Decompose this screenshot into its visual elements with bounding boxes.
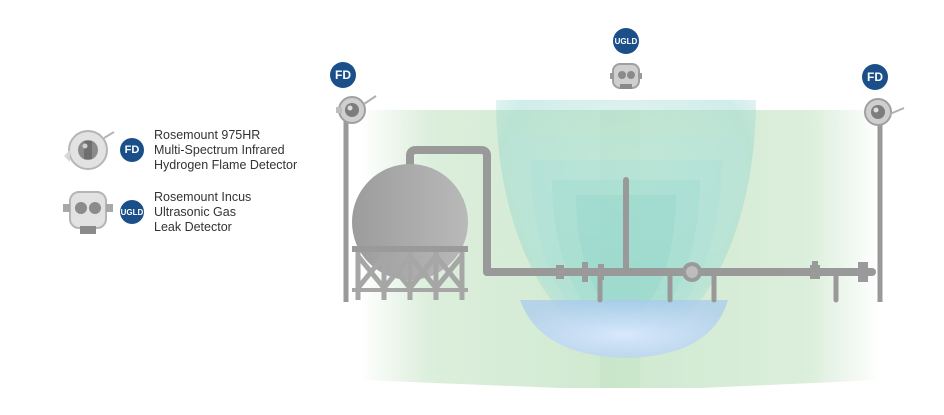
detector-poles <box>343 118 883 302</box>
spherical-tank <box>352 164 468 300</box>
ultrasonic-core <box>520 300 728 358</box>
flame-detector-icon <box>64 130 115 170</box>
tank-riser-pipe <box>406 146 491 276</box>
valve <box>556 265 564 279</box>
right-flame-detector-icon <box>864 98 905 126</box>
center-ugld-badge: UGLD <box>613 28 639 54</box>
left-flame-detector-icon <box>336 95 377 124</box>
valve <box>810 265 820 279</box>
left-fd-badge: FD <box>330 62 356 88</box>
legend-item-flame-detector: FD Rosemount 975HR Multi-Spectrum Infrar… <box>58 126 297 174</box>
ultrasonic-gas-leak-detector-icon <box>63 191 113 234</box>
valve <box>582 262 588 282</box>
ugld-badge: UGLD <box>120 200 144 224</box>
valve <box>858 262 868 282</box>
fd-badge: FD <box>120 138 144 162</box>
legend-text-flame-detector: Rosemount 975HR Multi-Spectrum Infrared … <box>154 127 298 172</box>
right-fd-badge: FD <box>862 64 888 90</box>
valve-handle <box>812 261 818 265</box>
center-ugld-icon <box>610 63 642 89</box>
legend-text-ugld: Rosemount Incus Ultrasonic Gas Leak Dete… <box>154 189 252 234</box>
legend-item-ugld: UGLD Rosemount Incus Ultrasonic Gas Leak… <box>58 188 251 236</box>
valve <box>598 264 604 280</box>
pipe-fittings <box>556 261 868 282</box>
